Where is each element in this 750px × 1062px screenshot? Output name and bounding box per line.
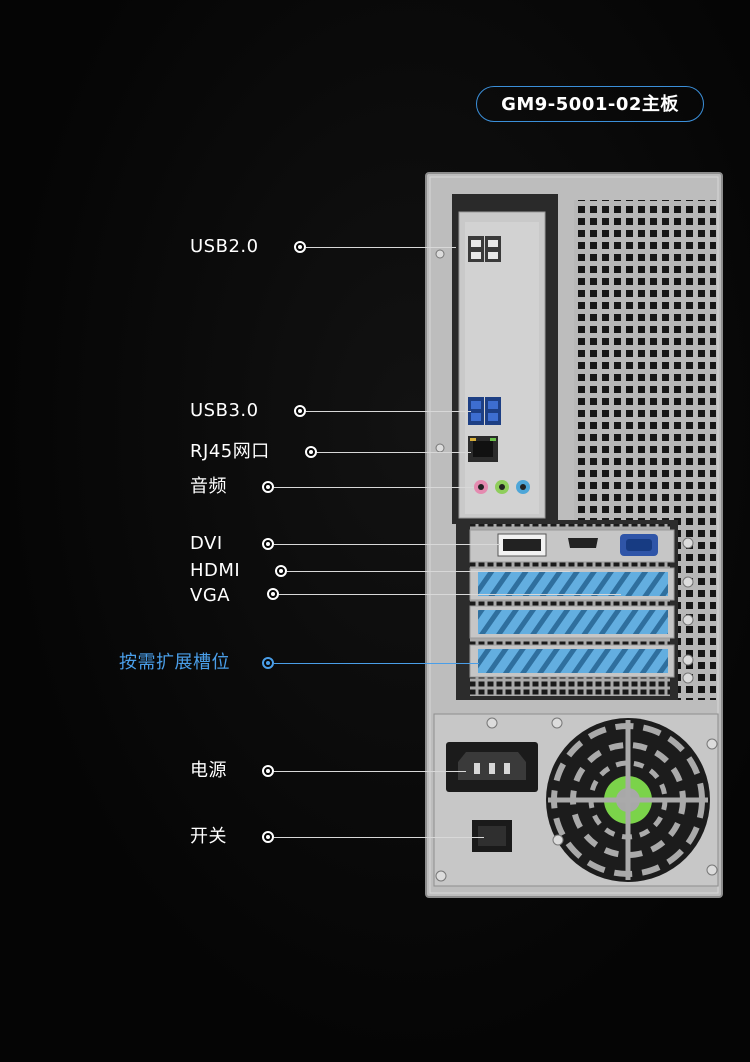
dot-slots-icon — [262, 657, 274, 669]
label-hdmi: HDMI — [190, 560, 241, 581]
psu-fan — [546, 718, 710, 882]
dot-usb2-icon — [294, 241, 306, 253]
leader-hdmi — [287, 571, 570, 572]
label-power: 电源 — [190, 760, 227, 781]
dot-power-icon — [262, 765, 274, 777]
leader-usb3 — [306, 411, 471, 412]
dot-rj45-icon — [305, 446, 317, 458]
rj45-port — [468, 436, 498, 462]
power-inlet — [446, 742, 538, 792]
label-rj45: RJ45网口 — [190, 441, 270, 462]
dot-dvi-icon — [262, 538, 274, 550]
label-switch: 开关 — [190, 826, 227, 847]
model-title-badge: GM9-5001-02主板 — [476, 86, 704, 122]
leader-slots — [274, 663, 479, 664]
leader-vga — [279, 594, 621, 595]
dot-audio-icon — [262, 481, 274, 493]
leader-power — [274, 771, 466, 772]
leader-dvi — [274, 544, 500, 545]
power-switch — [472, 820, 512, 852]
usb2-ports — [468, 236, 501, 262]
audio-jacks — [474, 480, 530, 494]
label-usb3: USB3.0 — [190, 400, 259, 421]
leader-audio — [274, 487, 474, 488]
dot-vga-icon — [267, 588, 279, 600]
leader-rj45 — [317, 452, 471, 453]
vga-port — [620, 534, 658, 556]
label-audio: 音频 — [190, 476, 227, 497]
label-vga: VGA — [190, 585, 231, 606]
dot-usb3-icon — [294, 405, 306, 417]
label-expansion-slots: 按需扩展槽位 — [119, 652, 230, 673]
usb3-ports — [468, 397, 501, 425]
hdmi-port — [568, 538, 598, 548]
label-usb2: USB2.0 — [190, 236, 259, 257]
leader-switch — [274, 837, 484, 838]
dot-hdmi-icon — [275, 565, 287, 577]
leader-usb2 — [306, 247, 456, 248]
label-dvi: DVI — [190, 533, 223, 554]
dot-switch-icon — [262, 831, 274, 843]
dvi-port — [497, 533, 547, 557]
expansion-slot-covers — [469, 567, 675, 678]
